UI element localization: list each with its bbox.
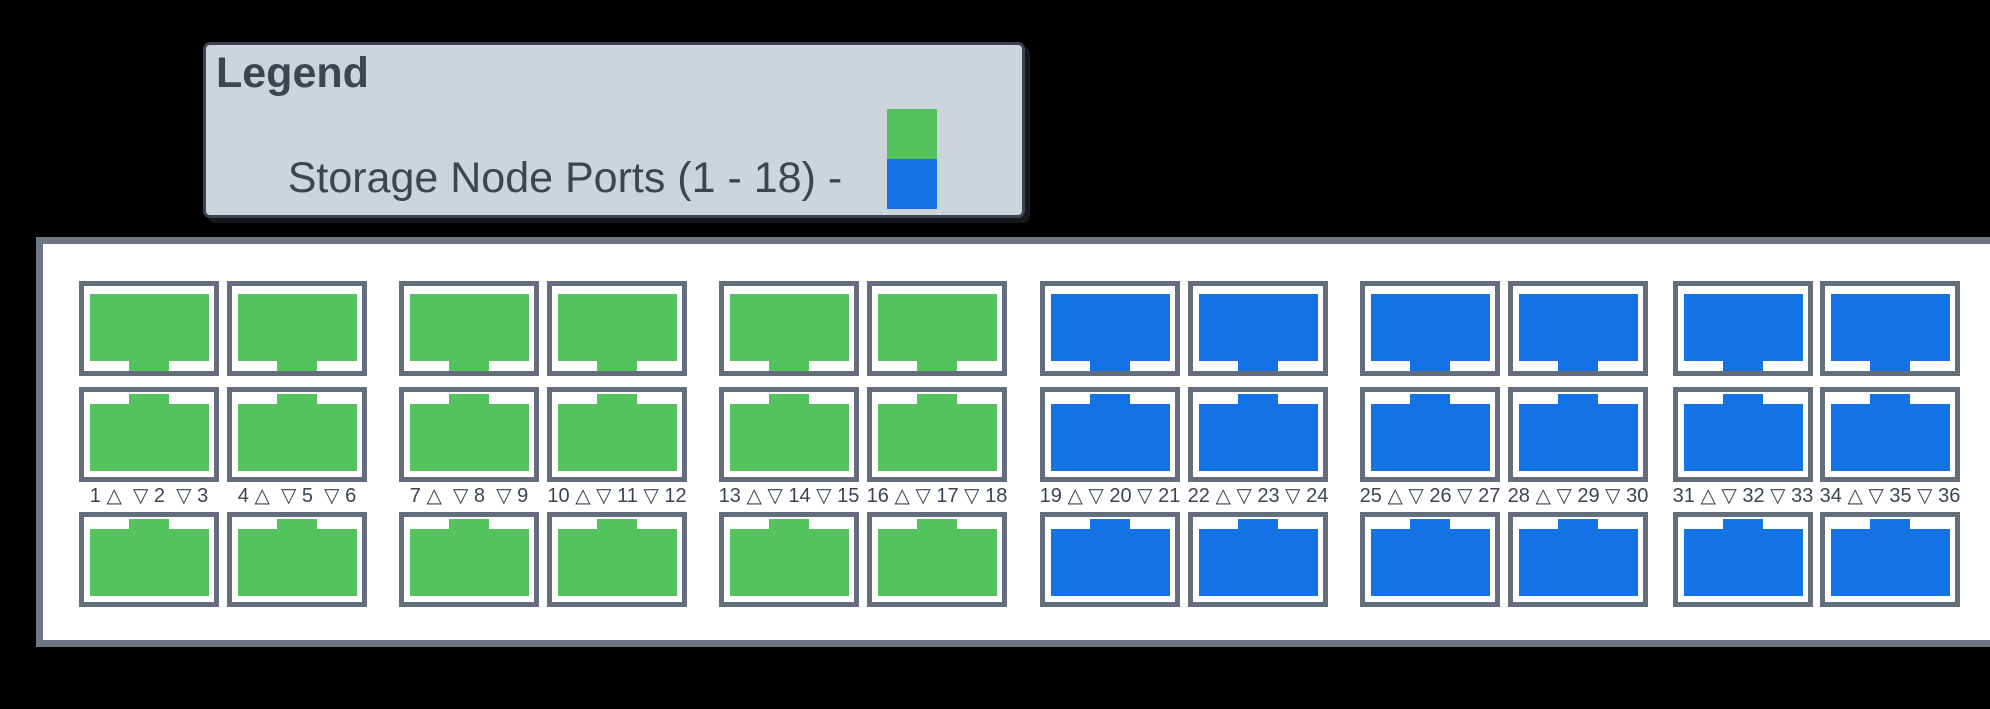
port-36 [1820, 512, 1960, 607]
rj45-jack-icon [90, 294, 209, 371]
port-column-label: 28 △ ▽ 29 ▽ 30 [1507, 485, 1649, 507]
port-24 [1188, 512, 1328, 607]
rj45-jack-icon [238, 519, 357, 596]
rj45-jack-icon [410, 294, 529, 371]
port-12 [547, 512, 687, 607]
rj45-jack-icon [1199, 294, 1318, 371]
port-9 [399, 512, 539, 607]
legend-row-storage: Storage Node Ports (1 - 18) - [216, 99, 1022, 258]
rj45-jack-icon [878, 519, 997, 596]
port-8 [399, 387, 539, 482]
port-23 [1188, 387, 1328, 482]
port-3 [79, 512, 219, 607]
port-25 [1360, 281, 1500, 376]
port-1 [79, 281, 219, 376]
rj45-jack-icon [238, 394, 357, 471]
rj45-jack-icon [1831, 519, 1950, 596]
rj45-jack-icon [1831, 394, 1950, 471]
port-11 [547, 387, 687, 482]
rj45-jack-icon [1519, 394, 1638, 471]
port-column-label: 4 △ ▽ 5 ▽ 6 [237, 485, 357, 507]
compute-color-swatch-icon [887, 159, 937, 209]
port-column-label: 25 △ ▽ 26 ▽ 27 [1359, 485, 1501, 507]
rj45-jack-icon [558, 519, 677, 596]
rj45-jack-icon [90, 519, 209, 596]
rj45-jack-icon [558, 294, 677, 371]
port-10 [547, 281, 687, 376]
port-29 [1508, 387, 1648, 482]
legend-box: Legend Storage Node Ports (1 - 18) - Com… [203, 42, 1025, 361]
rj45-jack-icon [90, 394, 209, 471]
port-6 [227, 512, 367, 607]
legend-title: Legend [216, 49, 369, 97]
rj45-jack-icon [730, 519, 849, 596]
port-column-label: 22 △ ▽ 23 ▽ 24 [1187, 485, 1329, 507]
rj45-jack-icon [730, 294, 849, 371]
rj45-jack-icon [1199, 519, 1318, 596]
rj45-jack-icon [1831, 294, 1950, 371]
port-column-label: 31 △ ▽ 32 ▽ 33 [1672, 485, 1814, 507]
rj45-jack-icon [410, 394, 529, 471]
rj45-jack-icon [1051, 394, 1170, 471]
port-18 [867, 512, 1007, 607]
port-21 [1040, 512, 1180, 607]
rj45-jack-icon [1684, 394, 1803, 471]
port-32 [1673, 387, 1813, 482]
rj45-jack-icon [730, 394, 849, 471]
port-28 [1508, 281, 1648, 376]
port-column-label: 16 △ ▽ 17 ▽ 18 [866, 485, 1008, 507]
port-33 [1673, 512, 1813, 607]
port-7 [399, 281, 539, 376]
port-column-label: 13 △ ▽ 14 ▽ 15 [718, 485, 860, 507]
rj45-jack-icon [1051, 294, 1170, 371]
rj45-jack-icon [1519, 519, 1638, 596]
port-5 [227, 387, 367, 482]
storage-color-swatch-icon [887, 109, 937, 159]
port-column-label: 10 △ ▽ 11 ▽ 12 [547, 485, 687, 507]
port-20 [1040, 387, 1180, 482]
port-27 [1360, 512, 1500, 607]
port-17 [867, 387, 1007, 482]
rj45-jack-icon [1199, 394, 1318, 471]
rj45-jack-icon [1371, 394, 1490, 471]
port-22 [1188, 281, 1328, 376]
port-4 [227, 281, 367, 376]
port-14 [719, 387, 859, 482]
rj45-jack-icon [1371, 519, 1490, 596]
port-column-label: 7 △ ▽ 8 ▽ 9 [409, 485, 529, 507]
rj45-jack-icon [878, 294, 997, 371]
port-column-label: 1 △ ▽ 2 ▽ 3 [89, 485, 209, 507]
port-34 [1820, 281, 1960, 376]
port-35 [1820, 387, 1960, 482]
legend-label-storage: Storage Node Ports (1 - 18) - [287, 154, 855, 202]
port-2 [79, 387, 219, 482]
rj45-jack-icon [1051, 519, 1170, 596]
rj45-jack-icon [1371, 294, 1490, 371]
port-30 [1508, 512, 1648, 607]
port-15 [719, 512, 859, 607]
port-column-label: 34 △ ▽ 35 ▽ 36 [1819, 485, 1961, 507]
port-16 [867, 281, 1007, 376]
rj45-jack-icon [1684, 294, 1803, 371]
rj45-jack-icon [878, 394, 997, 471]
port-13 [719, 281, 859, 376]
port-31 [1673, 281, 1813, 376]
rj45-jack-icon [558, 394, 677, 471]
port-column-label: 19 △ ▽ 20 ▽ 21 [1039, 485, 1181, 507]
rj45-jack-icon [238, 294, 357, 371]
rj45-jack-icon [1519, 294, 1638, 371]
port-26 [1360, 387, 1500, 482]
rj45-jack-icon [1684, 519, 1803, 596]
port-19 [1040, 281, 1180, 376]
rj45-jack-icon [410, 519, 529, 596]
